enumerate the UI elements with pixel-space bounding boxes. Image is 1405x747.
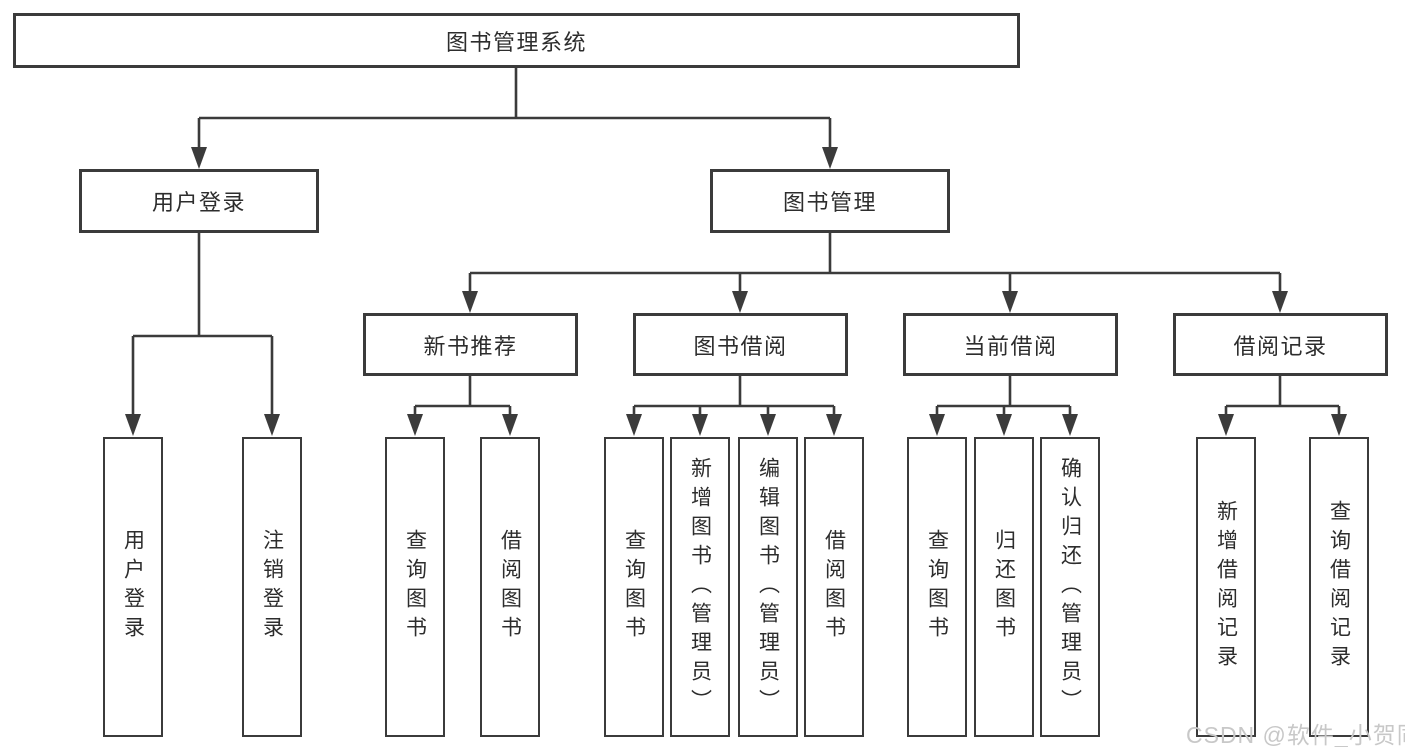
leaf-borrow-borrow-books: 借阅图书: [804, 437, 864, 737]
node-book-management: 图书管理: [710, 169, 950, 233]
leaf-current-confirm-return-admin: 确认归还（管理员）: [1040, 437, 1100, 737]
connector-current-to-leaves: [929, 376, 1078, 436]
leaf-recommend-query-books: 查询图书: [385, 437, 445, 737]
node-borrow-records: 借阅记录: [1173, 313, 1388, 376]
leaf-borrow-add-books-admin: 新增图书（管理员）: [670, 437, 730, 737]
leaf-user-login: 用户登录: [103, 437, 163, 737]
connector-records-to-leaves: [1218, 376, 1347, 436]
leaf-recommend-borrow-books: 借阅图书: [480, 437, 540, 737]
leaf-borrow-query-books: 查询图书: [604, 437, 664, 737]
leaf-current-return-books: 归还图书: [974, 437, 1034, 737]
leaf-records-query-record: 查询借阅记录: [1309, 437, 1369, 737]
connector-management-to-level3: [462, 233, 1288, 313]
node-book-borrow: 图书借阅: [633, 313, 848, 376]
connector-root-to-level2: [191, 68, 838, 169]
node-new-book-recommend: 新书推荐: [363, 313, 578, 376]
node-root-system: 图书管理系统: [13, 13, 1020, 68]
leaf-current-query-books: 查询图书: [907, 437, 967, 737]
node-user-login: 用户登录: [79, 169, 319, 233]
leaf-records-add-record: 新增借阅记录: [1196, 437, 1256, 737]
leaf-borrow-edit-books-admin: 编辑图书（管理员）: [738, 437, 798, 737]
csdn-watermark: CSDN @软件_小贺同学: [1186, 722, 1405, 747]
leaf-logout: 注销登录: [242, 437, 302, 737]
connector-login-to-leaves: [125, 233, 280, 436]
node-current-borrow: 当前借阅: [903, 313, 1118, 376]
connector-borrow-to-leaves: [626, 376, 842, 436]
connector-recommend-to-leaves: [407, 376, 518, 436]
